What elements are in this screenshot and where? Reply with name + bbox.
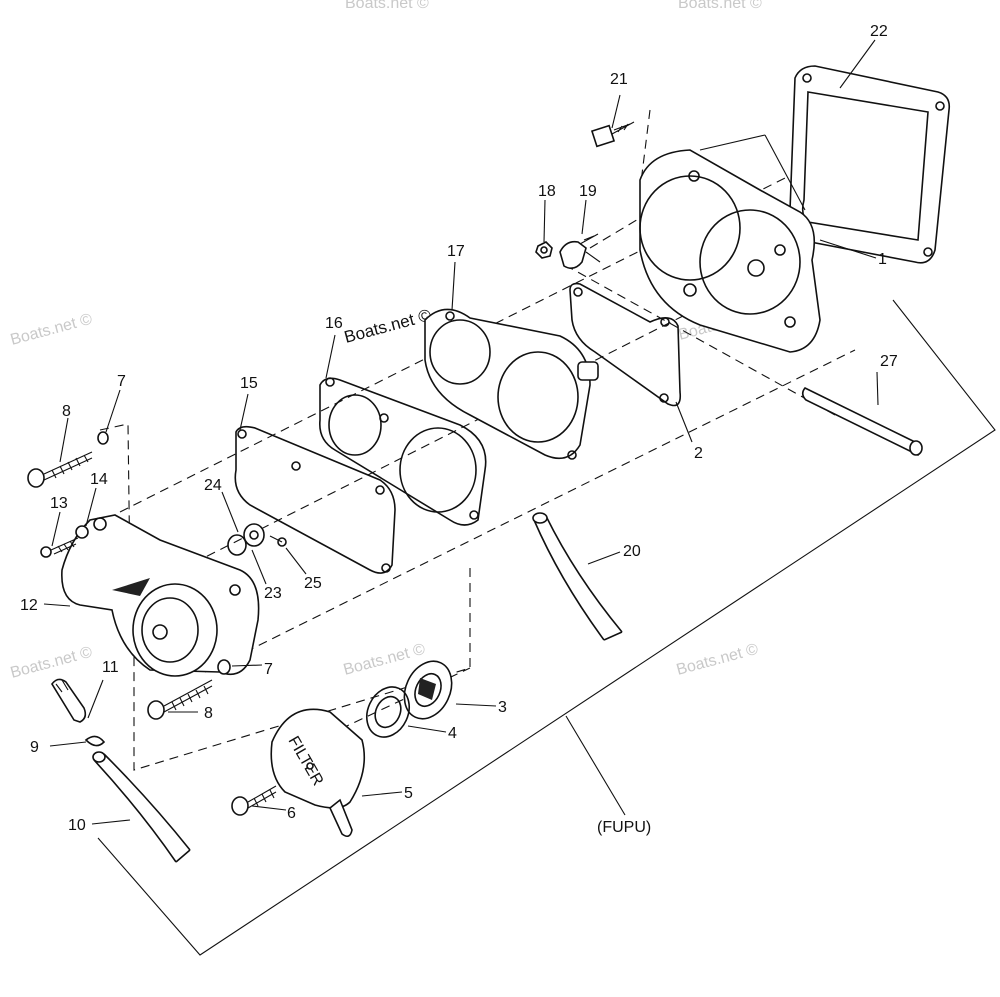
nut-part-18 <box>535 241 553 259</box>
callout-2: 2 <box>694 445 703 462</box>
gasket-part-16 <box>318 377 487 526</box>
fitting-part-14 <box>75 525 89 539</box>
callout-4: 4 <box>448 725 457 742</box>
plate-part-2 <box>569 282 682 407</box>
callout-6: 6 <box>287 805 296 822</box>
callout-7-top: 7 <box>117 373 126 390</box>
callout-11: 11 <box>102 659 119 676</box>
hose-part-20 <box>532 512 623 641</box>
callout-18: 18 <box>538 183 556 200</box>
clip-part-9 <box>84 735 106 747</box>
watermark: Boats.net © <box>345 0 429 12</box>
callout-27: 27 <box>880 353 898 370</box>
hose-part-10 <box>92 751 191 863</box>
gasket-part-4 <box>366 686 410 738</box>
screw-part-6 <box>231 785 277 816</box>
watermark: Boats.net © <box>9 311 95 349</box>
watermark-overlay: Boats.net © <box>342 305 433 347</box>
callout-19: 19 <box>579 183 597 200</box>
filter-cap-part-5: FILTER <box>270 708 366 838</box>
pump-housing-part-1 <box>639 134 821 353</box>
assembly-label: (FUPU) <box>597 819 651 836</box>
bolt-part-21 <box>590 121 635 148</box>
pump-body-part-17 <box>424 308 599 460</box>
screw-part-8-top <box>27 451 93 488</box>
callout-3: 3 <box>498 699 507 716</box>
callout-labels: 1 2 3 4 5 6 7 7 8 8 9 10 11 12 13 14 15 … <box>20 23 898 834</box>
callout-21: 21 <box>610 71 628 88</box>
diaphragm-part-15 <box>234 425 396 574</box>
callout-7-bottom: 7 <box>264 661 273 678</box>
callout-15: 15 <box>240 375 258 392</box>
callout-14: 14 <box>90 471 108 488</box>
leader-lines <box>43 39 879 825</box>
watermark: Boats.net © <box>675 641 761 679</box>
fitting-part-19 <box>559 233 601 270</box>
watermark: Boats.net © <box>678 0 762 12</box>
callout-8-bottom: 8 <box>204 705 213 722</box>
washer-part-23 <box>227 534 247 556</box>
pin-part-27 <box>801 387 923 456</box>
callout-12: 12 <box>20 597 38 614</box>
callout-8-top: 8 <box>62 403 71 420</box>
callout-1: 1 <box>878 251 887 268</box>
callout-23: 23 <box>264 585 282 602</box>
washer-part-7-top <box>97 431 109 445</box>
callout-5: 5 <box>404 785 413 802</box>
screw-part-13 <box>40 537 79 558</box>
callout-20: 20 <box>623 543 641 560</box>
nut-part-24 <box>243 523 265 547</box>
callout-25: 25 <box>304 575 322 592</box>
washer-part-7-bottom <box>217 659 231 675</box>
callout-16: 16 <box>325 315 343 332</box>
callout-9: 9 <box>30 739 39 756</box>
callout-22: 22 <box>870 23 888 40</box>
watermark: Boats.net © <box>9 644 95 682</box>
screw-part-8-bottom <box>147 679 213 720</box>
callout-10: 10 <box>68 817 86 834</box>
callout-24: 24 <box>204 477 222 494</box>
filter-screen-part-3 <box>403 660 453 720</box>
callout-13: 13 <box>50 495 68 512</box>
assembly-bracket: (FUPU) <box>97 299 996 956</box>
pump-cover-part-12 <box>61 514 260 677</box>
fitting-part-11 <box>51 678 87 723</box>
callout-17: 17 <box>447 243 465 260</box>
screw-part-25 <box>269 535 287 547</box>
